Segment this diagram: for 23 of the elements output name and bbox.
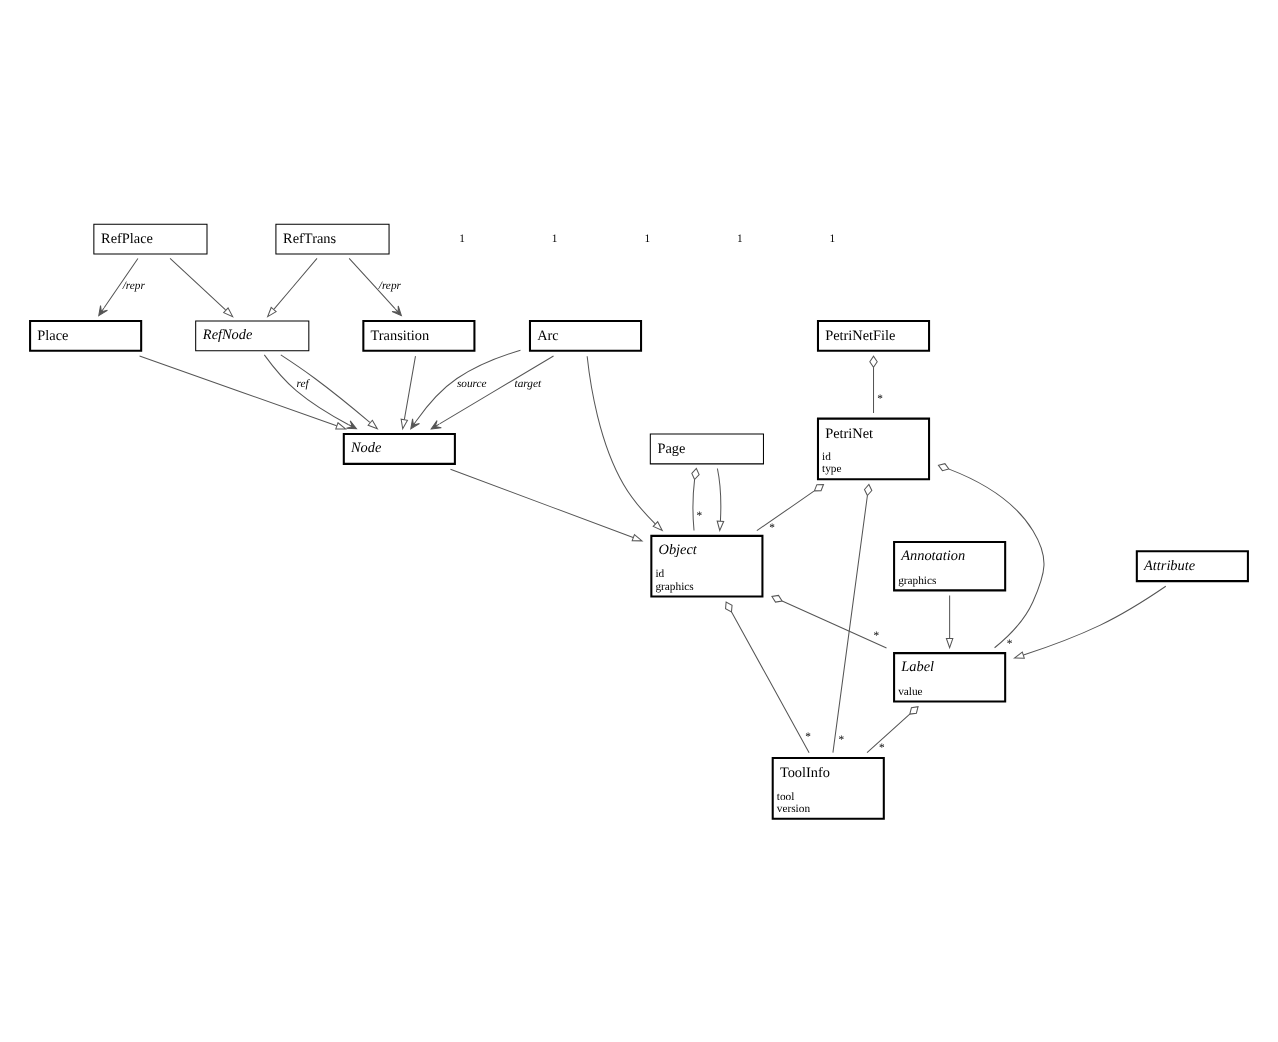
arrow xyxy=(263,353,358,429)
arrow xyxy=(266,256,318,317)
arrow xyxy=(716,467,725,532)
connector xyxy=(725,600,810,753)
arrow xyxy=(98,256,139,316)
arrow xyxy=(1013,584,1167,658)
arrow xyxy=(169,256,234,317)
connector xyxy=(832,482,873,753)
connector xyxy=(771,593,887,648)
arrow xyxy=(430,354,555,429)
connector xyxy=(937,462,1045,648)
connector xyxy=(869,354,878,413)
arrow xyxy=(348,256,402,316)
connector xyxy=(756,483,825,531)
arrow xyxy=(586,354,664,531)
arrow xyxy=(400,354,416,430)
arrow xyxy=(449,467,644,541)
connector xyxy=(691,466,700,530)
arrow xyxy=(139,354,348,429)
arrow xyxy=(280,353,379,429)
arrow xyxy=(945,594,954,649)
arrow xyxy=(410,348,521,429)
connector xyxy=(866,705,919,753)
